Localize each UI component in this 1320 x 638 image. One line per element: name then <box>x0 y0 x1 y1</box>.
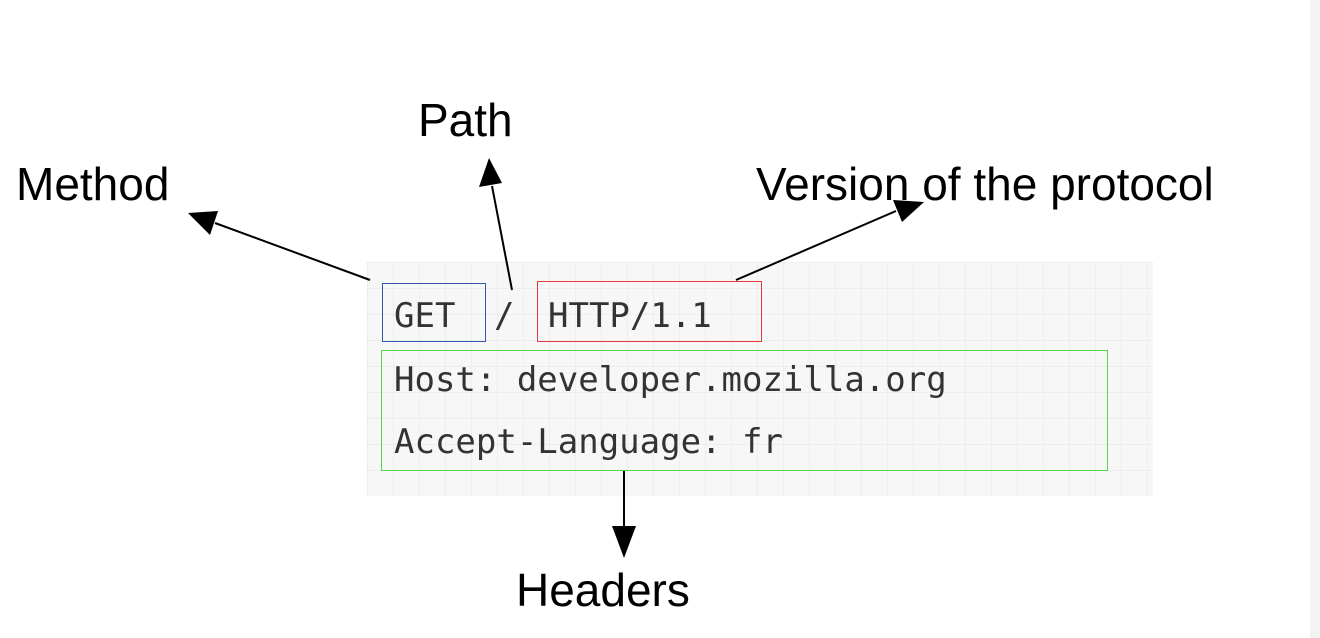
headers-highlight-box <box>381 350 1108 471</box>
header-line-host: Host: developer.mozilla.org <box>394 360 947 400</box>
method-label: Method <box>16 158 170 210</box>
method-highlight-box <box>382 283 486 342</box>
version-highlight-box <box>537 281 762 342</box>
headers-arrow <box>612 471 636 558</box>
request-method: GET <box>394 296 456 336</box>
headers-label: Headers <box>516 564 690 616</box>
path-arrow <box>479 158 513 291</box>
request-path-separator: / <box>494 296 515 336</box>
method-arrow <box>188 211 371 281</box>
request-version: HTTP/1.1 <box>548 296 712 336</box>
version-label: Version of the protocol <box>756 158 1214 210</box>
right-edge-strip <box>1310 0 1320 638</box>
header-line-accept-language: Accept-Language: fr <box>394 422 783 462</box>
path-label: Path <box>418 94 513 146</box>
version-arrow <box>735 200 924 281</box>
http-request-panel <box>367 262 1153 496</box>
